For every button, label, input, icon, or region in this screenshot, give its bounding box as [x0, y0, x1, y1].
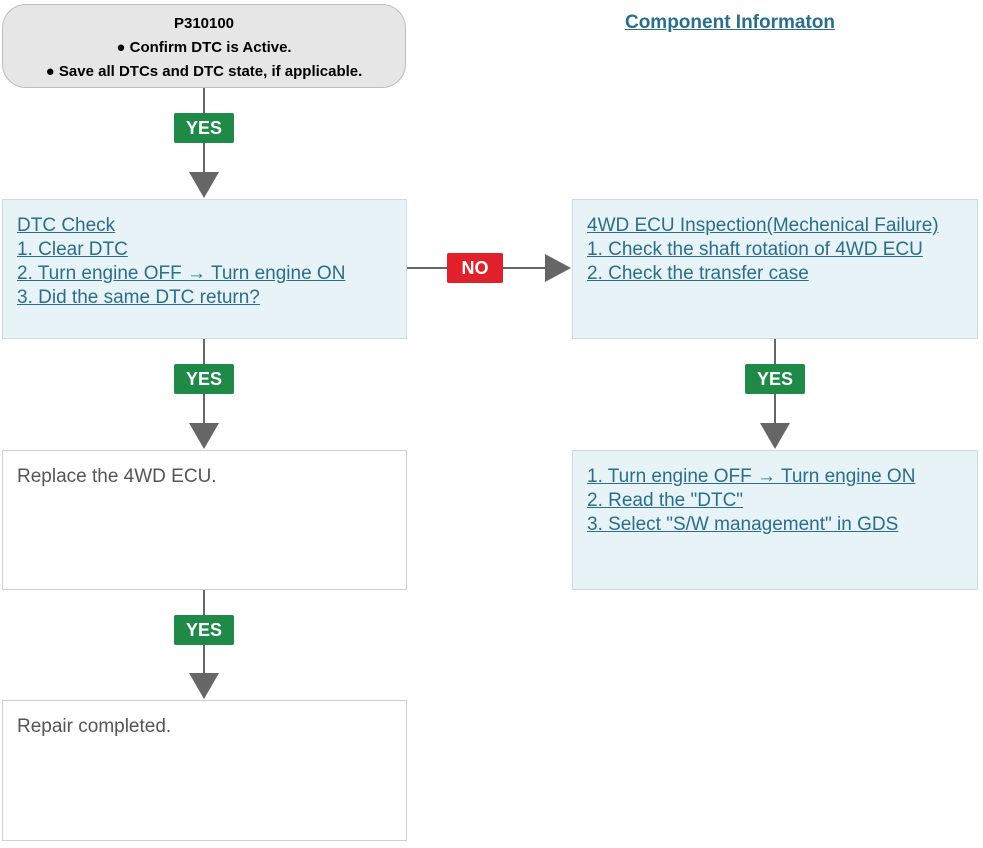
ecu-inspection-title-link[interactable]: 4WD ECU Inspection(Mechenical Failure) — [587, 215, 939, 236]
sw-step-3-link[interactable]: 3. Select "S/W management" in GDS — [587, 514, 899, 535]
component-information-link[interactable]: Component Informaton — [624, 12, 836, 33]
yes-badge: YES — [174, 364, 234, 394]
no-badge: NO — [447, 253, 503, 283]
ecu-inspection-step-2-link[interactable]: 2. Check the transfer case — [587, 263, 809, 284]
arrowhead-down — [189, 423, 219, 449]
dtc-check-step-2-link[interactable]: 2. Turn engine OFF → Turn engine ON — [17, 263, 346, 284]
replace-ecu-text: Replace the 4WD ECU. — [17, 466, 217, 487]
yes-badge: YES — [174, 113, 234, 143]
sw-step-2-link[interactable]: 2. Read the "DTC" — [587, 490, 744, 511]
sw-management-box: 1. Turn engine OFF → Turn engine ON 2. R… — [572, 450, 978, 590]
dtc-check-step-1-link[interactable]: 1. Clear DTC — [17, 239, 128, 260]
start-step-2: ● Save all DTCs and DTC state, if applic… — [45, 63, 363, 80]
arrowhead-right — [545, 254, 571, 282]
dtc-check-title-link[interactable]: DTC Check — [17, 215, 116, 236]
yes-badge: YES — [745, 364, 805, 394]
start-terminal: P310100 ● Confirm DTC is Active. ● Save … — [2, 4, 406, 88]
dtc-code: P310100 — [173, 15, 235, 32]
start-step-1: ● Confirm DTC is Active. — [116, 39, 292, 56]
ecu-inspection-box: 4WD ECU Inspection(Mechenical Failure) 1… — [572, 199, 978, 339]
arrowhead-down — [760, 423, 790, 449]
yes-badge: YES — [174, 615, 234, 645]
arrowhead-down — [189, 673, 219, 699]
ecu-inspection-step-1-link[interactable]: 1. Check the shaft rotation of 4WD ECU — [587, 239, 923, 260]
arrowhead-down — [189, 172, 219, 198]
dtc-check-box: DTC Check 1. Clear DTC 2. Turn engine OF… — [2, 199, 407, 339]
replace-ecu-box: Replace the 4WD ECU. — [2, 450, 407, 590]
sw-step-1-link[interactable]: 1. Turn engine OFF → Turn engine ON — [587, 466, 916, 487]
repair-completed-text: Repair completed. — [17, 716, 172, 737]
repair-completed-box: Repair completed. — [2, 700, 407, 841]
dtc-check-step-3-link[interactable]: 3. Did the same DTC return? — [17, 287, 260, 308]
